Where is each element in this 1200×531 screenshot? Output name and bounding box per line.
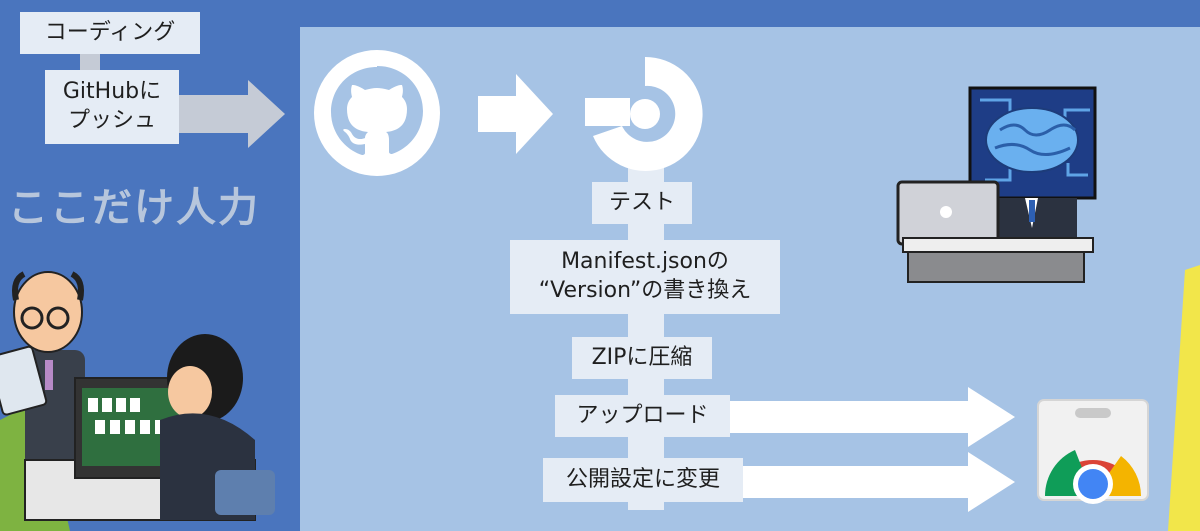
step-coding-label: コーディング — [20, 12, 200, 54]
step-push-label: GitHubに プッシュ — [45, 70, 179, 144]
right-edge-decoration — [1168, 265, 1200, 531]
circleci-icon — [585, 56, 703, 171]
step-push-text-2: プッシュ — [67, 108, 156, 133]
step-zip-text: ZIPに圧縮 — [591, 344, 693, 370]
step-manifest-text-1: Manifest.jsonの — [561, 249, 729, 275]
github-icon — [314, 50, 440, 176]
arrow-github-to-circleci — [478, 74, 553, 154]
arrow-upload — [700, 387, 1015, 447]
step-zip-label: ZIPに圧縮 — [572, 337, 712, 379]
step-publish-text: 公開設定に変更 — [565, 466, 720, 492]
arrow-to-github — [175, 80, 285, 148]
step-publish-label: 公開設定に変更 — [543, 458, 743, 502]
step-manifest-label: Manifest.jsonの “Version”の書き換え — [510, 240, 780, 314]
arrow-publish — [720, 452, 1015, 512]
only-manual-caption: ここだけ人力 — [8, 185, 260, 231]
step-manifest-text-2: “Version”の書き換え — [538, 278, 752, 303]
step-test-text: テスト — [608, 189, 675, 215]
office-workers-illustration — [0, 271, 275, 531]
step-push-text-1: GitHubに — [62, 79, 162, 105]
step-test-label: テスト — [592, 182, 692, 224]
step-coding-text: コーディング — [44, 19, 176, 45]
step-upload-label: アップロード — [555, 395, 730, 437]
robot-icon — [896, 86, 1097, 283]
step-upload-text: アップロード — [576, 402, 709, 428]
chrome-web-store-icon — [1037, 399, 1149, 504]
